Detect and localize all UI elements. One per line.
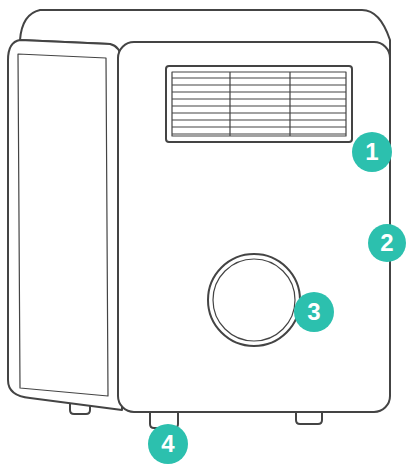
air-outlet-grille [166,66,352,142]
grille-slat [172,112,346,113]
callout-number: 3 [294,292,334,332]
grille-slat [172,77,346,78]
grille-divider [229,72,230,136]
grille-divider [289,72,290,136]
control-dial [208,254,300,346]
grille-slat [172,133,346,134]
callout-number: 1 [352,132,392,172]
side-panel-edge [18,54,108,396]
grille-slat [172,84,346,85]
grille-slat [172,126,346,127]
control-dial-inner [213,259,295,341]
grille-slat [172,91,346,92]
grille-slat [172,98,346,99]
front-panel [118,42,390,412]
housing-side [8,40,122,410]
grille-slat [172,119,346,120]
grille-frame [172,72,346,136]
callout-number: 4 [148,424,188,464]
grille-slat [172,105,346,106]
callout-number: 2 [368,224,406,262]
